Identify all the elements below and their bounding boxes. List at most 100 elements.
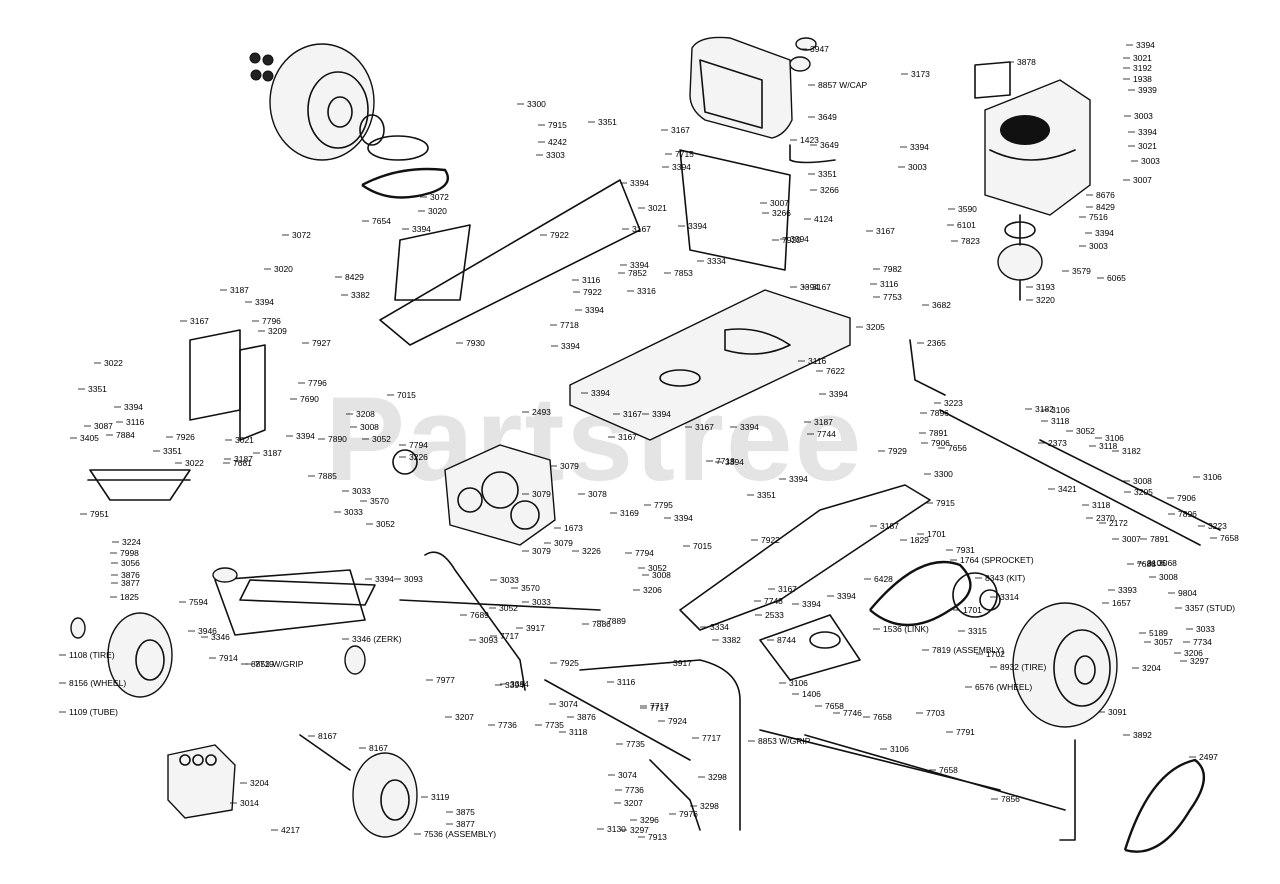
engine-icon	[974, 61, 1091, 301]
part-callout: 6065	[1107, 273, 1126, 283]
part-callout: 3119	[431, 792, 450, 802]
part-callout: 3394	[255, 297, 274, 307]
part-callout: 6101	[957, 220, 976, 230]
part-callout: 7886	[592, 619, 611, 629]
part-callout: 3394	[124, 402, 143, 412]
part-callout: 3394	[790, 234, 809, 244]
part-callout: 7891	[1150, 534, 1169, 544]
part-callout: 3167	[190, 316, 209, 326]
part-callout: 7852	[628, 268, 647, 278]
part-callout: 3205	[1134, 487, 1153, 497]
part-callout: 3022	[185, 458, 204, 468]
part-callout: 3314	[1000, 592, 1019, 602]
part-callout: 3192	[1133, 63, 1152, 73]
part-callout: 7703	[926, 708, 945, 718]
part-callout: 5189	[1149, 628, 1168, 638]
part-callout: 3079	[532, 546, 551, 556]
part-callout: 3008	[360, 422, 379, 432]
part-callout: 3351	[598, 117, 617, 127]
part-callout: 3223	[944, 398, 963, 408]
part-callout: 3394	[829, 389, 848, 399]
part-callout: 3033	[532, 597, 551, 607]
part-callout: 3068	[1158, 558, 1177, 568]
part-callout: 7719	[255, 659, 274, 669]
part-callout: 2370	[1096, 513, 1115, 523]
part-callout: 3187	[234, 454, 253, 464]
part-callout: 3266	[772, 208, 791, 218]
part-callout: 7795	[654, 500, 673, 510]
part-callout: 2373	[1048, 438, 1067, 448]
part-callout: 3394	[674, 513, 693, 523]
part-callout: 3297	[630, 825, 649, 835]
battery-icon	[167, 744, 236, 819]
part-callout: 3590	[958, 204, 977, 214]
part-callout: 3394	[591, 388, 610, 398]
rear-tire-right-icon	[1012, 602, 1118, 728]
part-callout: 8167	[369, 743, 388, 753]
part-callout: 3087	[94, 421, 113, 431]
part-callout: 7736	[498, 720, 517, 730]
part-callout: 3298	[708, 772, 727, 782]
part-callout: 3393	[1118, 585, 1137, 595]
part-callout: 7718	[560, 320, 579, 330]
part-callout: 2172	[1109, 518, 1128, 528]
part-callout: 1423	[800, 135, 819, 145]
part-callout: 3021	[235, 435, 254, 445]
part-callout: 3878	[1017, 57, 1036, 67]
part-callout: 7736	[625, 785, 644, 795]
front-tire-icon	[70, 612, 418, 838]
part-callout: 3394	[672, 162, 691, 172]
part-callout: 1825	[120, 592, 139, 602]
part-callout: 3892	[1133, 730, 1152, 740]
part-callout: 3106	[789, 678, 808, 688]
part-callout: 3224	[122, 537, 141, 547]
part-callout: 3021	[648, 203, 667, 213]
part-callout: 7885	[318, 471, 337, 481]
part-callout: 3020	[428, 206, 447, 216]
part-callout: 3106	[1105, 433, 1124, 443]
seat-bracket-icon	[87, 329, 266, 501]
part-callout: 3033	[1196, 624, 1215, 634]
part-callout: 3007	[770, 198, 789, 208]
part-callout: 3205	[866, 322, 885, 332]
part-callout: 7915	[936, 498, 955, 508]
part-callout: 3021	[1133, 53, 1152, 63]
part-callout: 3297	[1190, 656, 1209, 666]
part-callout: 3007	[1122, 534, 1141, 544]
part-callout: 7926	[176, 432, 195, 442]
part-callout: 7656	[948, 443, 967, 453]
part-callout: 3917	[526, 623, 545, 633]
part-callout: 1701	[927, 529, 946, 539]
part-callout: 3057	[1154, 637, 1173, 647]
part-callout: 3167	[695, 422, 714, 432]
part-callout: 3074	[559, 699, 578, 709]
part-callout: 7748	[764, 596, 783, 606]
part-callout: 3266	[820, 185, 839, 195]
part-callout: 7890	[328, 434, 347, 444]
part-callout: 7924	[668, 716, 687, 726]
part-callout: 3394	[802, 599, 821, 609]
part-callout: 7717	[650, 703, 669, 713]
part-callout: 3173	[911, 69, 930, 79]
part-callout: 7930	[466, 338, 485, 348]
part-callout: 7791	[956, 727, 975, 737]
part-callout: 3226	[582, 546, 601, 556]
part-callout: 7856	[1001, 794, 1020, 804]
part-callout: 1657	[1112, 598, 1131, 608]
part-callout: 8857 W/CAP	[818, 80, 867, 90]
part-callout: 1673	[564, 523, 583, 533]
part-callout: 3116	[126, 417, 145, 427]
part-callout: 7796	[308, 378, 327, 388]
part-callout: 3296	[640, 815, 659, 825]
part-callout: 3008	[652, 570, 671, 580]
part-callout: 3033	[344, 507, 363, 517]
part-callout: 3394	[510, 679, 529, 689]
part-callout: 1536 (LINK)	[883, 624, 929, 634]
part-callout: 3118	[1051, 416, 1070, 426]
part-callout: 7906	[1177, 493, 1196, 503]
part-callout: 3003	[1141, 156, 1160, 166]
part-callout: 3300	[934, 469, 953, 479]
part-callout: 3003	[908, 162, 927, 172]
part-callout: 3394	[505, 680, 524, 690]
